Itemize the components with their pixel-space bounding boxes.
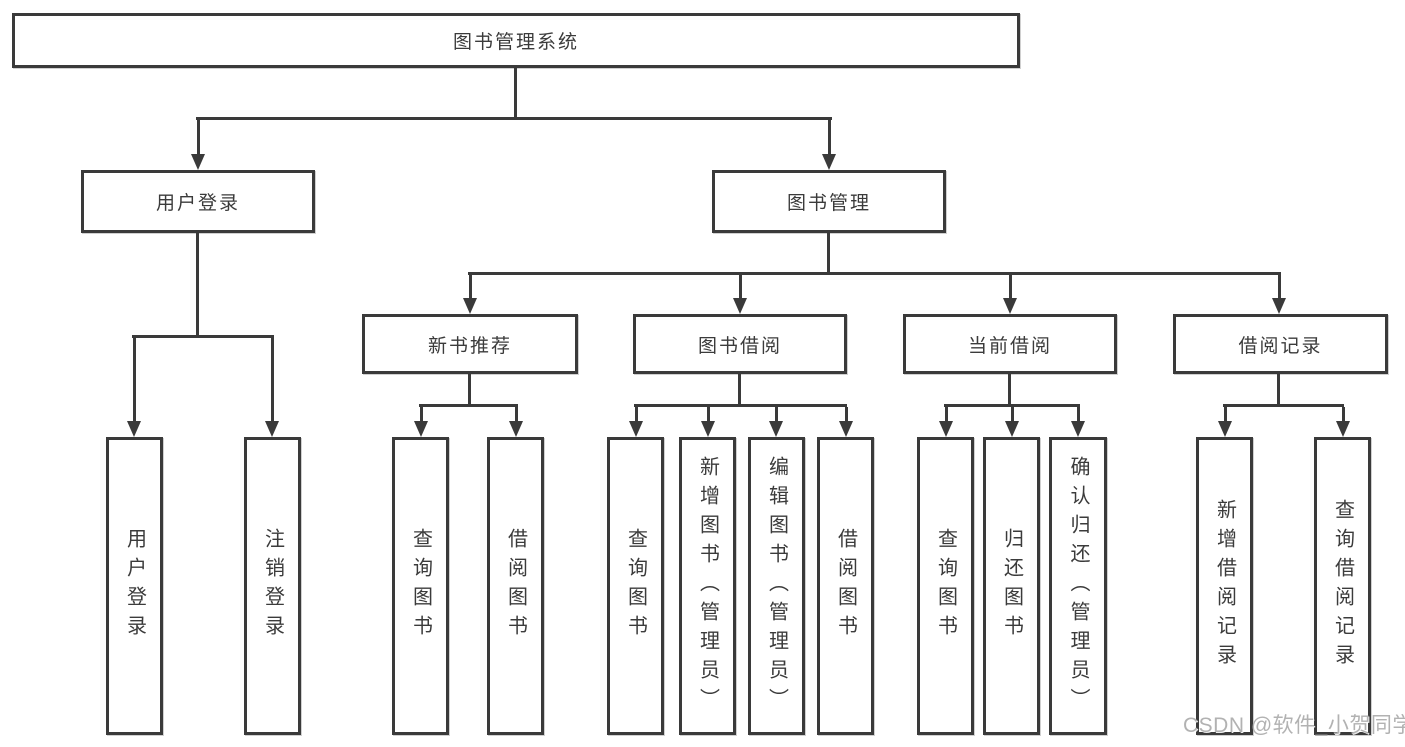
arrow-down-icon bbox=[769, 407, 783, 437]
node-root-label: 图书管理系统 bbox=[452, 32, 579, 53]
connector-line bbox=[944, 404, 1080, 407]
node-new-book-recommend-label: 新书推荐 bbox=[427, 335, 512, 357]
leaf-confirm-return-admin-label: 确认归还（管理员） bbox=[1067, 455, 1089, 717]
node-current-borrowing: 当前借阅 bbox=[903, 314, 1117, 374]
node-new-book-recommend: 新书推荐 bbox=[362, 314, 578, 374]
leaf-logout: 注销登录 bbox=[244, 437, 301, 735]
arrow-down-icon bbox=[1003, 275, 1017, 314]
arrow-down-icon bbox=[509, 407, 523, 437]
leaf-edit-books-admin: 编辑图书（管理员） bbox=[748, 437, 805, 735]
connector-line bbox=[1223, 404, 1344, 407]
leaf-user-login: 用户登录 bbox=[106, 437, 163, 735]
node-book-management: 图书管理 bbox=[712, 170, 946, 233]
leaf-borrow-books-recommend: 借阅图书 bbox=[487, 437, 544, 735]
leaf-borrow-books-label: 借阅图书 bbox=[834, 528, 857, 644]
leaf-query-books-borrowing: 查询图书 bbox=[607, 437, 664, 735]
node-book-borrowing-label: 图书借阅 bbox=[697, 335, 782, 357]
leaf-confirm-return-admin: 确认归还（管理员） bbox=[1049, 437, 1107, 735]
arrow-down-icon bbox=[1005, 407, 1019, 437]
arrow-down-icon bbox=[1071, 407, 1085, 437]
arrow-down-icon bbox=[939, 407, 953, 437]
node-borrowing-records: 借阅记录 bbox=[1173, 314, 1388, 374]
arrow-down-icon bbox=[265, 338, 279, 437]
leaf-query-books-recommend: 查询图书 bbox=[392, 437, 449, 735]
connector-line bbox=[196, 117, 832, 120]
arrow-down-icon bbox=[127, 338, 141, 437]
arrow-down-icon bbox=[822, 120, 836, 170]
leaf-return-books-label: 归还图书 bbox=[1000, 528, 1023, 644]
arrow-down-icon bbox=[629, 407, 643, 437]
csdn-watermark: CSDN @软件_小贺同学 bbox=[1183, 714, 1405, 737]
node-borrowing-records-label: 借阅记录 bbox=[1238, 335, 1323, 357]
arrow-down-icon bbox=[839, 407, 853, 437]
connector-line bbox=[738, 374, 741, 405]
leaf-query-borrow-record-label: 查询借阅记录 bbox=[1331, 499, 1354, 673]
connector-line bbox=[827, 233, 830, 273]
connector-line bbox=[468, 374, 471, 405]
leaf-borrow-books-recommend-label: 借阅图书 bbox=[504, 528, 527, 644]
connector-line bbox=[1008, 374, 1011, 405]
leaf-logout-label: 注销登录 bbox=[261, 528, 284, 644]
arrow-down-icon bbox=[414, 407, 428, 437]
connector-line bbox=[1277, 374, 1280, 405]
leaf-user-login-label: 用户登录 bbox=[123, 528, 146, 644]
leaf-add-borrow-record-label: 新增借阅记录 bbox=[1213, 499, 1236, 673]
arrow-down-icon bbox=[1218, 407, 1232, 437]
arrow-down-icon bbox=[701, 407, 715, 437]
node-book-borrowing: 图书借阅 bbox=[633, 314, 847, 374]
node-user-login: 用户登录 bbox=[81, 170, 315, 233]
leaf-add-borrow-record: 新增借阅记录 bbox=[1196, 437, 1253, 735]
connector-line bbox=[634, 404, 847, 407]
arrow-down-icon bbox=[1336, 407, 1350, 437]
connector-line bbox=[419, 404, 518, 407]
leaf-edit-books-admin-label: 编辑图书（管理员） bbox=[765, 455, 788, 717]
leaf-query-books-current-label: 查询图书 bbox=[934, 528, 957, 644]
node-book-management-label: 图书管理 bbox=[786, 193, 871, 214]
node-user-login-label: 用户登录 bbox=[155, 193, 240, 214]
connector-line bbox=[132, 335, 274, 338]
connector-line bbox=[196, 233, 199, 336]
arrow-down-icon bbox=[191, 120, 205, 170]
arrow-down-icon bbox=[1272, 275, 1286, 314]
arrow-down-icon bbox=[463, 275, 477, 314]
leaf-return-books: 归还图书 bbox=[983, 437, 1040, 735]
leaf-borrow-books: 借阅图书 bbox=[817, 437, 874, 735]
node-root: 图书管理系统 bbox=[12, 13, 1020, 68]
leaf-add-books-admin: 新增图书（管理员） bbox=[679, 437, 736, 735]
leaf-query-books-borrowing-label: 查询图书 bbox=[624, 528, 647, 644]
connector-line bbox=[468, 272, 1281, 275]
connector-line bbox=[514, 68, 517, 118]
leaf-query-borrow-record: 查询借阅记录 bbox=[1314, 437, 1371, 735]
leaf-query-books-recommend-label: 查询图书 bbox=[409, 528, 432, 644]
arrow-down-icon bbox=[733, 275, 747, 314]
node-current-borrowing-label: 当前借阅 bbox=[967, 335, 1052, 357]
leaf-add-books-admin-label: 新增图书（管理员） bbox=[696, 455, 719, 717]
leaf-query-books-current: 查询图书 bbox=[917, 437, 974, 735]
